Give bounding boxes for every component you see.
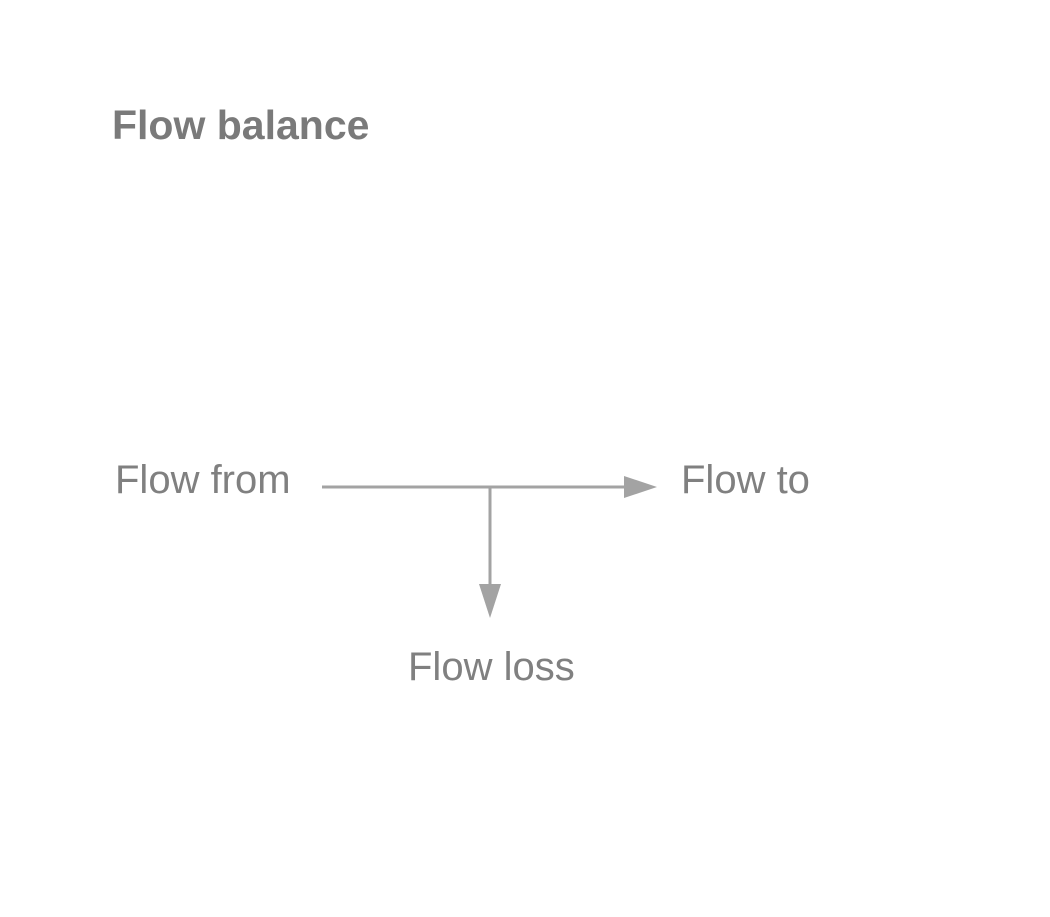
loss-node-label: Flow loss (408, 645, 575, 689)
loss-branch-arrowhead (479, 584, 501, 618)
main-flow-arrowhead (624, 476, 657, 498)
diagram-title: Flow balance (112, 102, 370, 148)
source-node-label: Flow from (115, 458, 291, 502)
target-node-label: Flow to (681, 458, 810, 502)
